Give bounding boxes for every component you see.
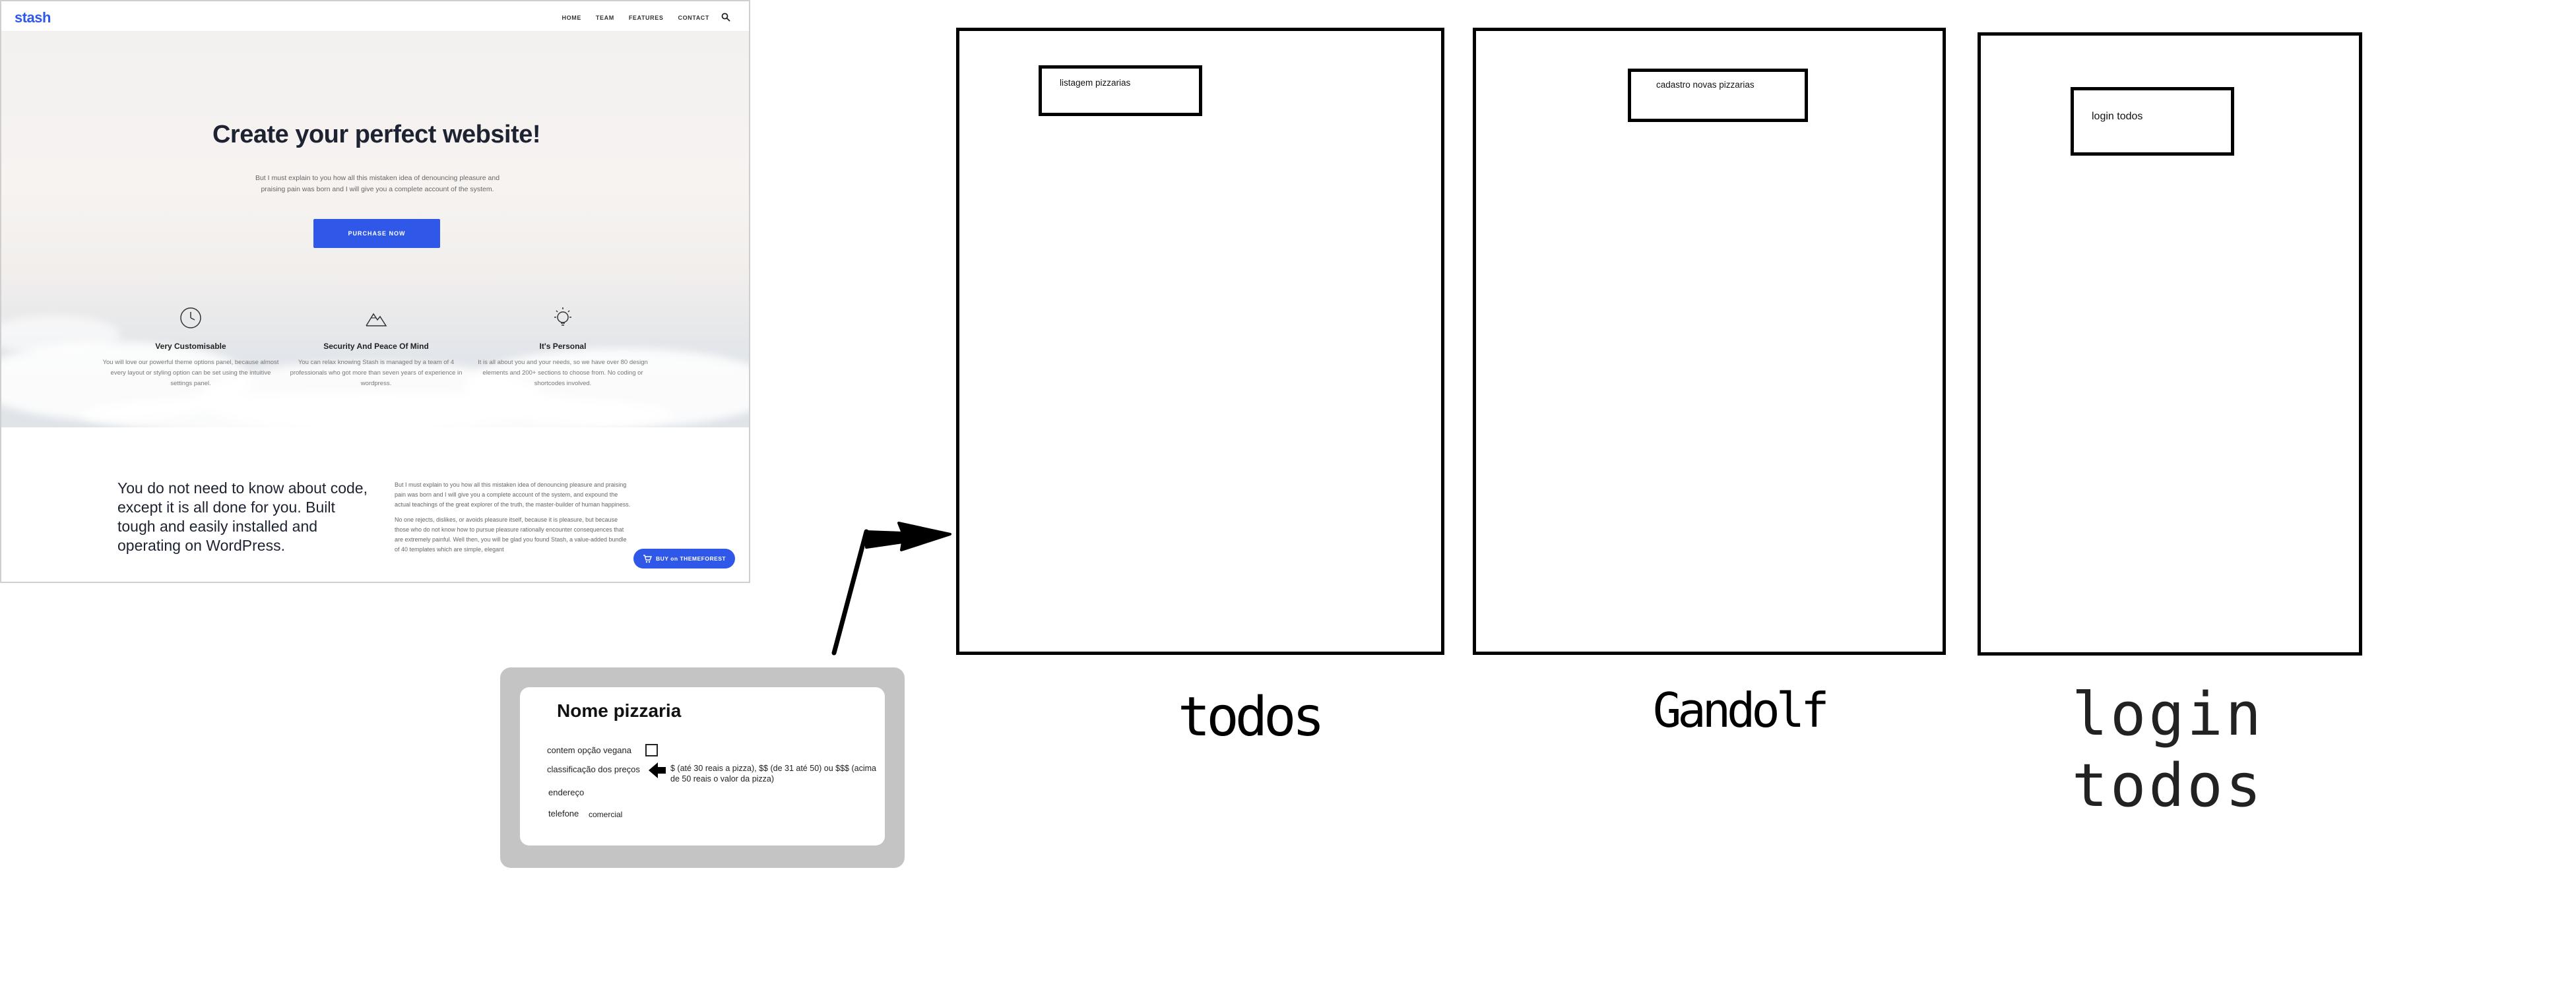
wireframe-listagem-button[interactable]: listagem pizzarias — [1039, 65, 1202, 116]
wireframe-cadastro-button[interactable]: cadastro novas pizzarias — [1628, 69, 1808, 122]
address-label: endereço — [548, 787, 585, 797]
feature-personal: It's Personal It is all about you and yo… — [474, 306, 652, 389]
lightbulb-icon — [554, 307, 571, 326]
price-class-description: $ (até 30 reais a pizza), $$ (de 31 até … — [670, 764, 876, 784]
pizzaria-card: Nome pizzaria contem opção vegana classi… — [500, 667, 905, 868]
caption-todos: todos — [1178, 686, 1325, 749]
feature-text: You can relax knowing Stash is managed b… — [290, 359, 463, 387]
hero-title: Create your perfect website! — [212, 121, 541, 148]
nav-item-home[interactable]: HOME — [562, 15, 581, 21]
content-section: You do not need to know about code, exce… — [1, 427, 749, 582]
pizzaria-name: Nome pizzaria — [557, 700, 682, 721]
wireframe-label: listagem pizzarias — [1060, 78, 1131, 88]
search-icon[interactable] — [721, 13, 730, 22]
section-paragraph: No one rejects, dislikes, or avoids plea… — [395, 516, 627, 553]
site-navbar: stash HOME TEAM FEATURES CONTACT — [1, 1, 749, 32]
pizzaria-card-body: Nome pizzaria contem opção vegana classi… — [520, 687, 885, 846]
feature-text: It is all about you and your needs, so w… — [478, 359, 648, 387]
wireframe-label: cadastro novas pizzarias — [1656, 80, 1755, 90]
vegan-option-label: contem opção vegana — [547, 745, 631, 755]
caption-login-todos: login todos — [2072, 679, 2264, 822]
hero-text: But I must explain to you how all this m… — [255, 174, 500, 193]
feature-title: Very Customisable — [155, 342, 226, 351]
wireframe-label: login todos — [2092, 111, 2143, 122]
caption-line: login — [2072, 680, 2264, 749]
wireframe-listagem-screen: listagem pizzarias — [956, 28, 1444, 655]
feature-text: You will love our powerful theme options… — [102, 359, 279, 387]
arrow-left-icon — [649, 762, 666, 778]
site-nav-menu: HOME TEAM FEATURES CONTACT — [562, 15, 709, 21]
wireframe-login-screen: login todos — [1978, 32, 2362, 656]
hero-section: Create your perfect website! But I must … — [1, 32, 749, 437]
buy-on-themeforest-button[interactable]: BUY on THEMEFOREST — [633, 549, 735, 569]
section-paragraph: But I must explain to you how all this m… — [395, 481, 631, 508]
nav-item-features[interactable]: FEATURES — [628, 15, 664, 21]
nav-item-contact[interactable]: CONTACT — [678, 15, 709, 21]
clock-icon — [180, 307, 201, 328]
feature-customisable: Very Customisable You will love our powe… — [102, 306, 280, 389]
price-class-label: classificação dos preços — [547, 764, 640, 774]
phone-label: telefone — [548, 809, 579, 818]
feature-security: Security And Peace Of Mind You can relax… — [287, 306, 465, 389]
buy-button-label: BUY on THEMEFOREST — [656, 555, 726, 562]
purchase-now-button[interactable]: PURCHASE NOW — [313, 219, 440, 248]
mountain-icon — [366, 313, 387, 326]
section-text: But I must explain to you how all this m… — [395, 480, 632, 560]
nav-item-team[interactable]: TEAM — [595, 15, 614, 21]
wireframe-login-button[interactable]: login todos — [2071, 87, 2234, 156]
caption-line: todos — [2072, 751, 2264, 820]
wireframe-cadastro-screen: cadastro novas pizzarias — [1473, 28, 1946, 655]
feature-title: Security And Peace Of Mind — [323, 342, 429, 351]
site-logo[interactable]: stash — [15, 9, 51, 26]
section-heading: You do not need to know about code, exce… — [117, 479, 368, 554]
website-screenshot: stash HOME TEAM FEATURES CONTACT Create … — [0, 0, 750, 583]
phone-value: comercial — [589, 810, 623, 819]
feature-title: It's Personal — [539, 342, 587, 351]
cart-icon — [643, 555, 652, 563]
caption-gandolf: Gandolf — [1653, 683, 1829, 738]
vegan-option-checkbox[interactable] — [645, 744, 658, 756]
